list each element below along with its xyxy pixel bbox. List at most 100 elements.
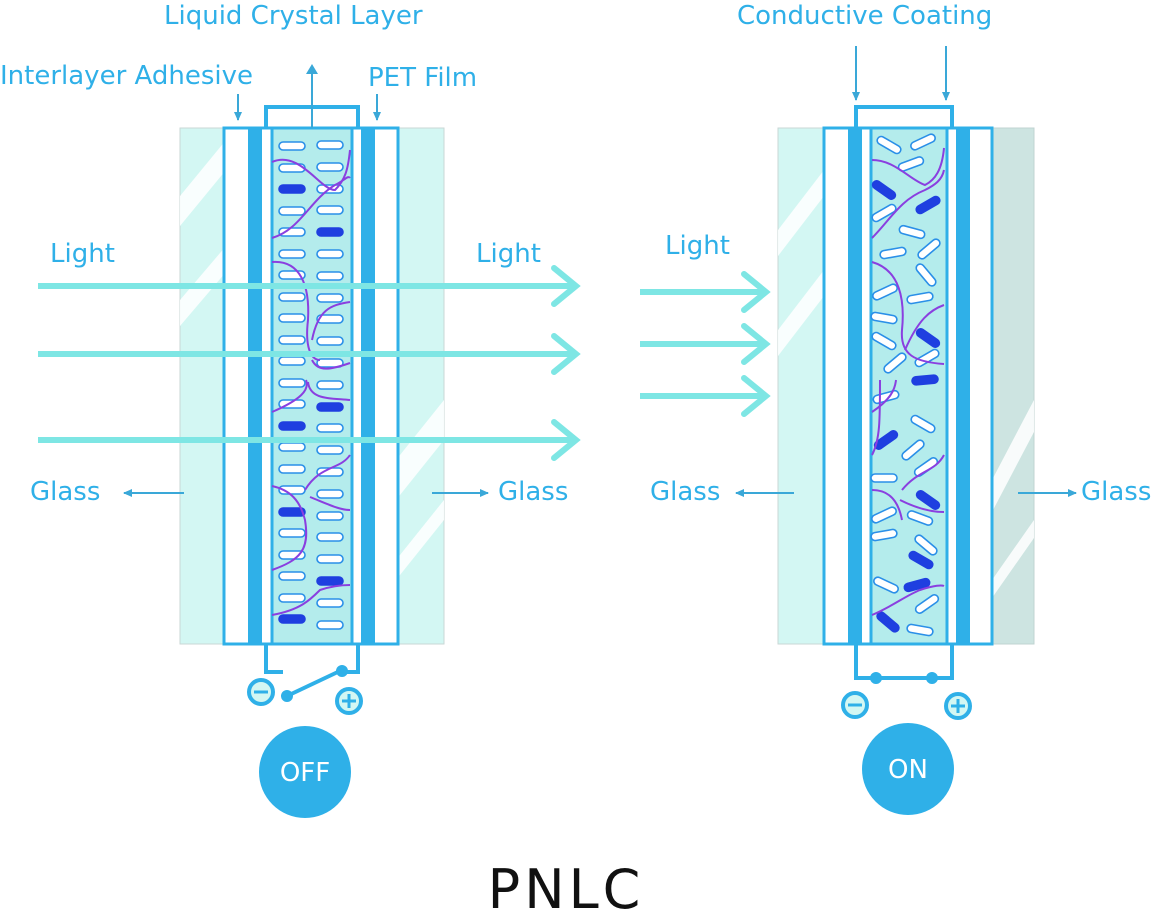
lc-molecule <box>898 224 926 240</box>
lc-molecule <box>278 313 306 323</box>
label-light-out-off: Light <box>476 239 541 269</box>
lc-molecule <box>316 598 344 608</box>
glass-reflection <box>992 520 1034 598</box>
polymer-network <box>871 147 945 616</box>
label-conductive-coating: Conductive Coating <box>737 1 992 31</box>
lc-molecule <box>316 140 344 150</box>
switch-open <box>286 668 343 698</box>
label-light-in-on: Light <box>665 231 730 261</box>
lc-molecule-dark <box>915 328 941 348</box>
lc-molecule <box>278 356 306 366</box>
lc-molecule <box>278 378 306 388</box>
lc-molecule <box>870 528 898 542</box>
lc-molecule-dark <box>915 490 941 510</box>
lc-molecule-dark <box>316 576 344 586</box>
lc-molecule <box>278 292 306 302</box>
lc-molecule <box>870 311 898 325</box>
lc-molecule <box>316 511 344 521</box>
lc-molecule <box>901 439 925 461</box>
lc-molecule-dark <box>876 611 900 633</box>
arrow-head-icon <box>741 375 771 417</box>
lc-molecule <box>316 162 344 172</box>
light-rays-on <box>640 271 771 417</box>
on-label: ON <box>888 755 928 785</box>
lc-molecule <box>914 594 940 614</box>
lc-molecule <box>278 206 306 216</box>
lc-molecule <box>316 358 344 368</box>
circuit-off <box>247 644 363 715</box>
lc-molecule <box>278 464 306 474</box>
lc-molecule <box>316 249 344 259</box>
lc-molecule <box>906 291 934 305</box>
lc-molecule <box>879 246 907 260</box>
lc-molecule-dark <box>278 184 306 194</box>
lc-molecule <box>316 380 344 390</box>
lc-molecule-dark <box>278 507 306 517</box>
glass-reflection <box>778 270 824 356</box>
pet-film-left <box>248 128 262 644</box>
lc-molecule <box>873 576 899 594</box>
off-state-badge: OFF <box>259 726 351 818</box>
lc-molecule <box>316 620 344 630</box>
diagram-title: PNLC <box>488 858 645 911</box>
on-panel <box>777 46 1035 646</box>
on-state-badge: ON <box>862 723 954 815</box>
lc-molecule <box>278 249 306 259</box>
lc-molecule <box>871 331 897 351</box>
off-panel <box>179 64 445 646</box>
conductive-coating-right <box>956 128 970 644</box>
label-interlayer-adhesive: Interlayer Adhesive <box>0 61 253 91</box>
lc-molecule-dark <box>908 550 934 570</box>
lc-molecule <box>278 442 306 452</box>
lc-molecule <box>914 534 938 556</box>
lc-molecule <box>278 593 306 603</box>
lc-molecule <box>872 283 898 301</box>
glass-reflection <box>180 140 226 226</box>
lc-molecule-dark <box>316 402 344 412</box>
lc-molecule <box>316 445 344 455</box>
arrow-head-icon <box>741 323 771 365</box>
lc-molecule-dark <box>915 195 941 215</box>
lc-molecule <box>871 506 897 524</box>
lc-molecule <box>910 133 936 151</box>
lc-molecule <box>883 352 907 374</box>
lc-molecule <box>278 528 306 538</box>
light-rays-off <box>38 265 581 461</box>
lc-molecule <box>278 571 306 581</box>
conductive-coating-left <box>848 128 862 644</box>
arrow-head-icon <box>741 271 771 313</box>
lc-molecule-dark <box>871 180 897 200</box>
arrow-head-icon <box>551 419 581 461</box>
circuit-on <box>841 644 972 720</box>
lc-molecule-dark <box>903 577 931 593</box>
arrow-head-icon <box>551 333 581 375</box>
arrow-head-icon <box>551 265 581 307</box>
lc-molecule <box>915 263 937 287</box>
label-pet-film: PET Film <box>368 63 477 93</box>
lc-molecule <box>316 293 344 303</box>
pet-film-right <box>361 128 375 644</box>
label-glass-left-on: Glass <box>650 477 720 507</box>
label-glass-right-off: Glass <box>498 477 568 507</box>
lc-molecule <box>917 238 941 260</box>
lc-molecule <box>278 141 306 151</box>
switch-closed <box>854 644 954 680</box>
lc-molecule-dark <box>316 227 344 237</box>
lc-molecule <box>278 227 306 237</box>
lc-molecule <box>316 423 344 433</box>
coating-bracket <box>854 105 954 128</box>
lc-molecule-dark <box>278 614 306 624</box>
lc-molecule <box>316 336 344 346</box>
lc-molecule <box>876 135 902 155</box>
label-glass-right-on: Glass <box>1081 477 1151 507</box>
lc-molecule <box>316 532 344 542</box>
lc-molecule-dark <box>911 374 939 386</box>
glass-reflection <box>778 170 824 256</box>
lc-molecule <box>316 205 344 215</box>
lc-molecule <box>316 271 344 281</box>
lc-molecule-dark <box>278 421 306 431</box>
lc-molecule <box>906 623 934 637</box>
glass-reflection <box>992 400 1034 512</box>
label-liquid-crystal-layer: Liquid Crystal Layer <box>164 1 423 31</box>
